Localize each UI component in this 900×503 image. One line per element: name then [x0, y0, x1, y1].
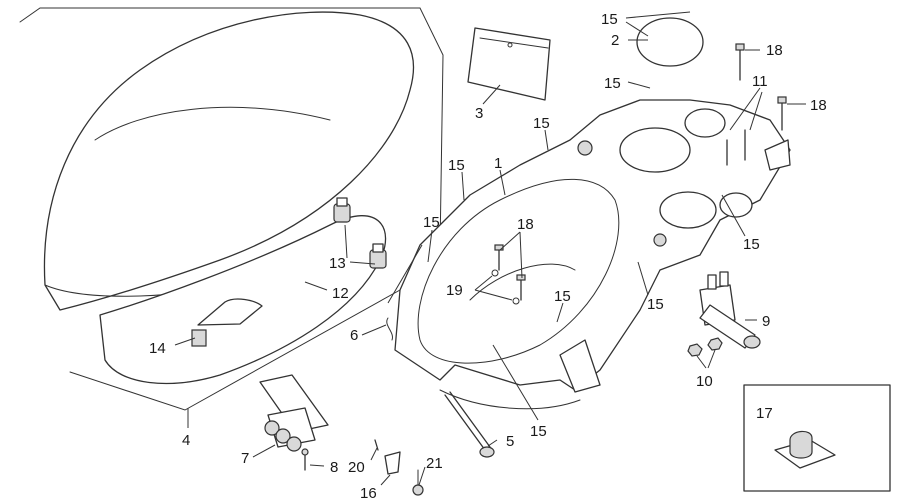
screws [301, 43, 787, 471]
callout-9: 9 [762, 313, 770, 330]
callout-21: 21 [426, 455, 443, 472]
callout-15-center-mid: 15 [554, 288, 571, 305]
callout-14: 14 [149, 340, 166, 357]
callout-13: 13 [329, 255, 346, 272]
filler-cover [636, 17, 704, 67]
nuts [687, 337, 723, 357]
callout-15-center-left: 15 [448, 157, 465, 174]
inset-box [743, 384, 891, 492]
callout-18-center: 18 [517, 216, 534, 233]
callout-18-top: 18 [766, 42, 783, 59]
callout-6: 6 [350, 327, 358, 344]
callout-15-top: 15 [601, 11, 618, 28]
callout-19: 19 [446, 282, 463, 299]
callout-15-right-upper: 15 [743, 236, 760, 253]
support-bracket [699, 271, 761, 349]
seat-latch [191, 298, 263, 347]
callout-5: 5 [506, 433, 514, 450]
document-pouch [467, 27, 551, 101]
callout-4: 4 [182, 432, 190, 449]
callout-15-right-mid: 15 [647, 296, 664, 313]
callout-17: 17 [756, 405, 773, 422]
callout-15-left: 15 [423, 214, 440, 231]
callout-15-center-top: 15 [533, 115, 550, 132]
leader-lines [174, 11, 806, 486]
callout-3: 3 [475, 105, 483, 122]
helmet-compartment [394, 99, 791, 410]
callout-20: 20 [348, 459, 365, 476]
callout-2: 2 [611, 32, 619, 49]
long-bolt [444, 391, 495, 458]
callout-10: 10 [696, 373, 713, 390]
seat-assembly-outline [19, 7, 444, 411]
callout-18-right: 18 [810, 97, 827, 114]
callout-12: 12 [332, 285, 349, 302]
callout-1: 1 [494, 155, 502, 172]
seat-hinge [259, 374, 329, 452]
callout-numbers: 1 2 3 4 5 6 7 8 9 10 11 12 13 14 15 15 1… [149, 11, 827, 502]
callout-11: 11 [752, 73, 768, 90]
callout-8: 8 [330, 459, 338, 476]
callout-15-bottom: 15 [530, 423, 547, 440]
callout-16: 16 [360, 485, 377, 502]
callout-15-left-cover: 15 [604, 75, 621, 92]
small-hardware [374, 317, 424, 496]
callout-7: 7 [241, 450, 249, 467]
